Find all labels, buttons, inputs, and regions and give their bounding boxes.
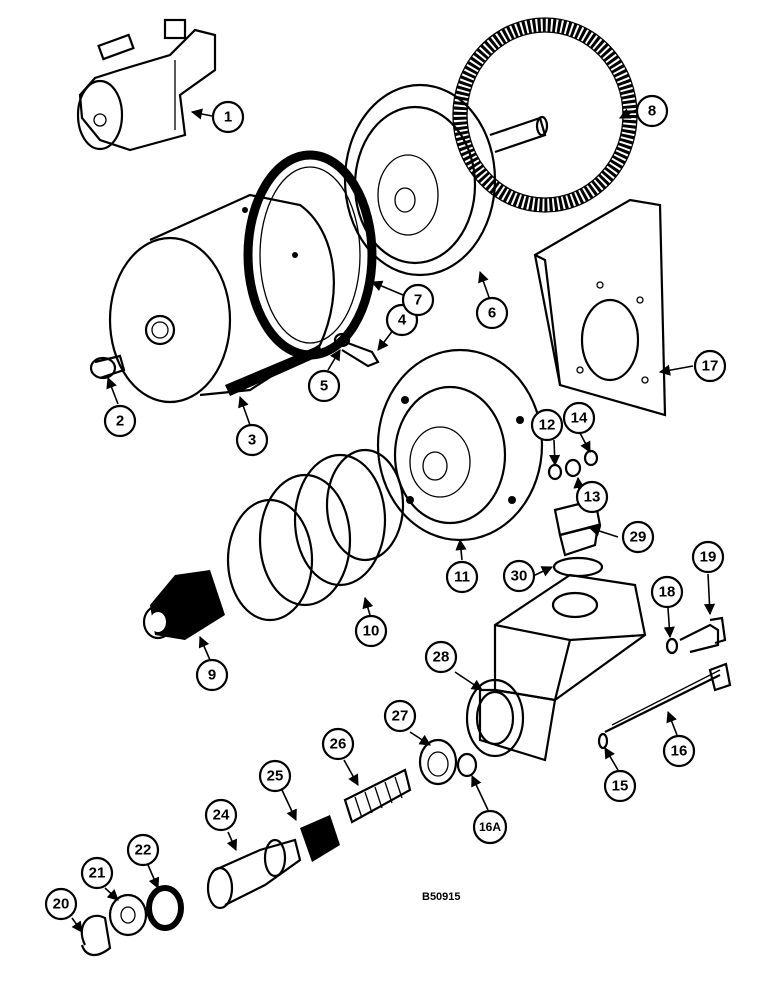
large-cylinder-housing: [108, 193, 335, 404]
callout-16: 16: [662, 734, 696, 768]
callout-16a: 16A: [472, 809, 508, 845]
callout-28: 28: [424, 640, 458, 674]
callout-24: 24: [204, 798, 238, 832]
callout-13-label: 13: [584, 489, 601, 506]
seal-cup: [300, 815, 340, 862]
callout-27: 27: [383, 699, 417, 733]
callout-3: 3: [235, 423, 269, 457]
callout-11-label: 11: [454, 569, 470, 586]
callout-12-label: 12: [539, 417, 556, 434]
callout-3-label: 3: [248, 432, 256, 449]
callout-16a-label: 16A: [479, 820, 501, 834]
callout-21-label: 21: [89, 865, 106, 882]
callout-14: 14: [562, 401, 596, 435]
callout-27-label: 27: [392, 708, 409, 725]
callout-11: 11: [445, 560, 479, 594]
callout-2-label: 2: [116, 413, 124, 430]
small-fasteners: [547, 449, 599, 481]
callout-24-label: 24: [213, 807, 230, 824]
callout-6: 6: [475, 296, 509, 330]
leader-lines: [71, 108, 716, 933]
check-valve: [418, 738, 478, 786]
master-cylinder: [465, 573, 647, 762]
callout-15-label: 15: [612, 778, 629, 795]
drain-plug: [89, 354, 126, 380]
callout-22-label: 22: [135, 842, 152, 859]
callout-15: 15: [603, 769, 637, 803]
callout-19: 19: [691, 540, 725, 574]
reference-code: B50915: [422, 891, 461, 903]
callout-1-label: 1: [224, 109, 232, 126]
callout-2: 2: [103, 404, 137, 438]
callout-10: 10: [354, 614, 388, 648]
callout-8: 8: [635, 94, 669, 128]
callout-9-label: 9: [208, 667, 216, 684]
callout-30: 30: [502, 559, 536, 593]
callout-18-label: 18: [659, 584, 676, 601]
callout-5-label: 5: [320, 378, 328, 395]
callout-25-label: 25: [267, 768, 284, 785]
callout-9: 9: [195, 658, 229, 692]
callout-7-label: 7: [414, 292, 422, 309]
callout-1: 1: [211, 100, 245, 134]
callout-26: 26: [321, 727, 355, 761]
callout-10-label: 10: [363, 623, 380, 640]
callout-20-label: 20: [53, 896, 70, 913]
callout-19-label: 19: [700, 549, 717, 566]
piston-spring: [343, 768, 412, 824]
callout-20: 20: [44, 887, 78, 921]
callout-13: 13: [575, 480, 609, 514]
callout-7: 7: [401, 283, 435, 317]
callout-21: 21: [80, 856, 114, 890]
flat-washer: [108, 893, 148, 937]
callout-16-label: 16: [671, 743, 688, 760]
callout-28-label: 28: [433, 649, 450, 666]
clamp-ring: [243, 150, 377, 360]
rubber-boot: [142, 570, 225, 640]
callout-14-label: 14: [571, 410, 588, 427]
piston: [206, 838, 302, 910]
callout-25: 25: [258, 759, 292, 793]
cup-seal: [146, 885, 184, 931]
small-air-cylinder: [76, 18, 217, 152]
callout-17: 17: [693, 349, 727, 383]
callout-22: 22: [126, 833, 160, 867]
bolt-and-washer: [333, 332, 380, 368]
callout-5: 5: [307, 369, 341, 403]
return-spring: [226, 448, 405, 622]
callout-8-label: 8: [648, 103, 656, 120]
callout-6-label: 6: [488, 305, 496, 322]
mounting-bracket: [533, 198, 667, 417]
callout-18: 18: [650, 575, 684, 609]
retaining-clip: [80, 914, 112, 957]
cap-screw: [665, 616, 727, 655]
callout-12: 12: [530, 408, 564, 442]
callout-30-label: 30: [511, 568, 528, 585]
seal-ring: [452, 17, 638, 213]
callout-17-label: 17: [702, 358, 719, 375]
callout-26-label: 26: [330, 736, 347, 753]
long-bolt: [597, 662, 732, 750]
callout-29: 29: [621, 520, 655, 554]
callout-4-label: 4: [398, 312, 407, 329]
callout-29-label: 29: [630, 529, 647, 546]
